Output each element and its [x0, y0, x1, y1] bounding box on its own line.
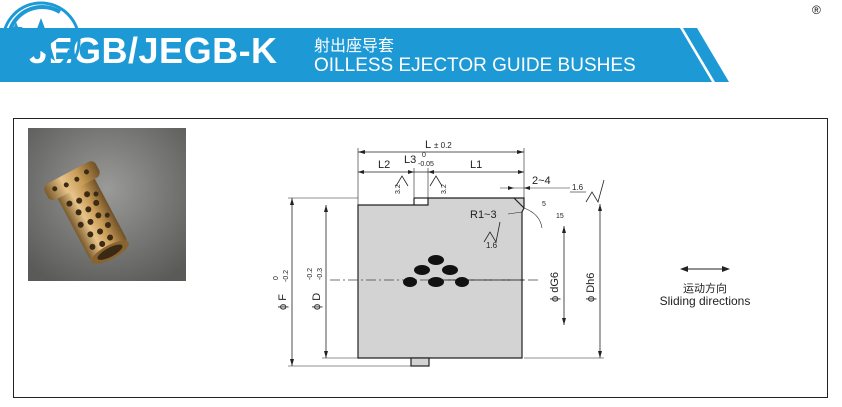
dim-L1: L1 — [470, 159, 482, 171]
dim-Dh6: ϕ Dh6 — [585, 273, 597, 302]
legend-label-cn: 运动方向 — [683, 282, 727, 295]
dim-chamfer: 2~4 — [532, 175, 551, 187]
roughness-r: 1.6 — [486, 241, 498, 250]
dim-F: ϕ F — [277, 294, 289, 310]
double-arrow-icon — [680, 266, 730, 272]
title-chinese: 射出座导套 — [314, 36, 395, 55]
legend-label-en: Sliding directions — [659, 294, 751, 308]
dim-D-tol-lower: -0.3 — [317, 268, 324, 280]
dim-F-tol-lower: -0.2 — [283, 270, 290, 282]
dim-L3-tol-upper: 0 — [422, 152, 426, 159]
dim-L3-tol-lower: -0.05 — [418, 161, 434, 168]
drawing-panel — [13, 118, 828, 398]
dim-L3: L3 — [404, 154, 416, 166]
roughness-b: 3.2 — [441, 184, 448, 194]
star-circle-logo-icon — [1, 1, 81, 81]
sliding-direction-legend: 运动方向 Sliding directions — [640, 258, 770, 318]
dim-radius: R1~3 — [470, 209, 497, 221]
dim-L-tol: ± 0.2 — [434, 141, 452, 150]
dim-F-tol-upper: 0 — [273, 276, 280, 280]
chamfer-angle-b: 15 — [556, 213, 564, 220]
roughness-top: 1.6 — [572, 183, 584, 192]
dim-dG6: ϕ dG6 — [549, 272, 561, 302]
title-english: OILLESS EJECTOR GUIDE BUSHES — [314, 55, 636, 76]
bush-body — [357, 197, 525, 359]
product-photo — [28, 128, 186, 281]
dim-D: ϕ D — [311, 293, 323, 310]
roughness-a: 3.2 — [395, 184, 402, 194]
chamfer-angle-a: 5 — [542, 201, 546, 208]
technical-drawing: L ± 0.2 L2 L3 0 -0.05 L1 3.2 3.2 2~4 1.6… — [273, 139, 605, 367]
registered-mark: ® — [812, 3, 821, 17]
dim-D-tol-upper: -0.2 — [307, 268, 314, 280]
header-banner: JEGB/JEGB-K 射出座导套 OILLESS EJECTOR GUIDE … — [0, 0, 842, 100]
banner-shape — [0, 28, 729, 82]
dim-L2: L2 — [378, 159, 390, 171]
dim-L: L — [425, 139, 431, 151]
